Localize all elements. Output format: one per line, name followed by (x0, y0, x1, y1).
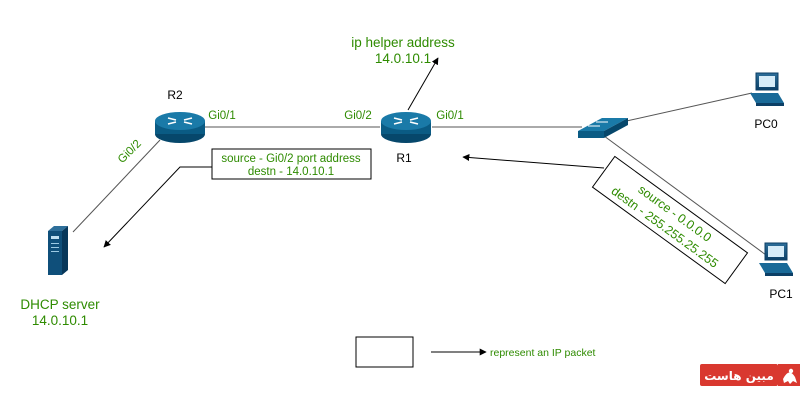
helper-arrow (407, 57, 439, 111)
link-switch-pc0 (621, 92, 753, 123)
r1-gi01-label: Gi0/1 (436, 110, 464, 122)
link-r2-dhcp (72, 139, 161, 233)
pc0-label: PC0 (754, 117, 778, 131)
legend-packet-box (355, 336, 414, 368)
switch-icon[interactable] (578, 118, 628, 138)
pc0-icon[interactable] (750, 72, 784, 106)
brand-text: مبین هاست (704, 369, 774, 383)
r1-label: R1 (396, 151, 412, 165)
r2-label: R2 (167, 88, 183, 102)
pc1-icon[interactable] (759, 242, 793, 276)
server-icon[interactable] (48, 226, 68, 275)
dhcp-request-arrow (462, 154, 605, 169)
relay-arrow (103, 166, 212, 248)
router-r1-icon[interactable] (381, 112, 431, 143)
r2-gi01-label: Gi0/1 (208, 110, 236, 122)
router-r2-icon[interactable] (155, 112, 205, 143)
packet-relay-destn: destn - 14.0.10.1 (248, 166, 334, 178)
dhcp-server-ip: 14.0.10.1 (32, 313, 88, 328)
helper-address-title: ip helper address (351, 35, 455, 50)
packet-relay-source: source - Gi0/2 port address (221, 153, 361, 165)
dhcp-server-label: DHCP server (20, 297, 100, 312)
brand-logo: مبین هاست (700, 364, 800, 386)
helper-address-ip: 14.0.10.1 (375, 51, 431, 66)
packet-box-relay: source - Gi0/2 port address destn - 14.0… (211, 148, 372, 180)
r1-gi02-label: Gi0/2 (344, 110, 372, 122)
packet-box-broadcast: source - 0.0.0.0 destn - 255.255.25.255 (591, 155, 749, 285)
link-switch-pc1 (599, 132, 767, 256)
pc1-label: PC1 (769, 287, 793, 301)
legend-text: represent an IP packet (490, 347, 596, 359)
